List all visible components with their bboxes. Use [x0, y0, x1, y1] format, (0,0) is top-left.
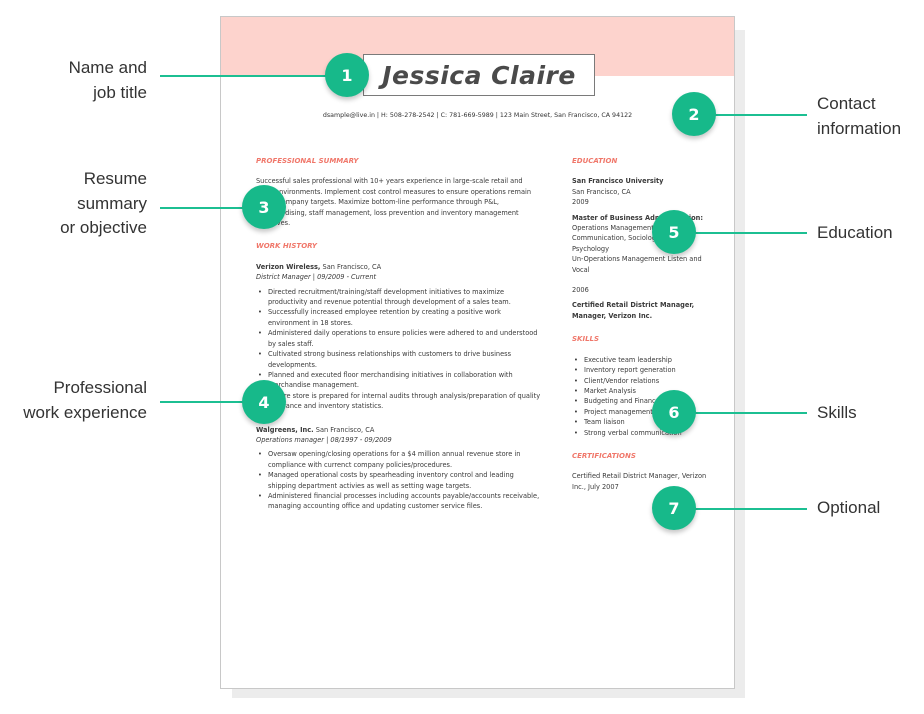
education-degree-title: Master of Business Administration:	[572, 213, 703, 222]
label-line: Contact	[817, 94, 876, 113]
education-year-2: 2006	[572, 286, 589, 295]
contact-line: dsample@live.in | H: 508-278-2542 | C: 7…	[322, 112, 633, 119]
list-item: Executive team leadership	[574, 355, 707, 366]
certifications-text: Certified Retail District Manager, Veriz…	[572, 472, 707, 491]
label-education: Education	[817, 223, 893, 242]
connector-4	[160, 401, 264, 403]
label-line: Name and	[68, 58, 147, 77]
list-item: Inventory report generation	[574, 365, 707, 376]
job-2-location: San Francisco, CA	[313, 425, 375, 434]
callout-badge-6: 6	[652, 390, 696, 434]
connector-7	[674, 508, 807, 510]
label-summary: Resume summary or objective	[60, 167, 147, 241]
label-skills: Skills	[817, 403, 857, 422]
summary-heading: PROFESSIONAL SUMMARY	[256, 157, 359, 165]
label-optional: Optional	[817, 498, 881, 517]
callout-badge-2: 2	[672, 92, 716, 136]
connector-2	[694, 114, 807, 116]
list-item: Ensure store is prepared for internal au…	[258, 391, 541, 412]
job-1-heading: Verizon Wireless, San Francisco, CA	[256, 262, 541, 272]
label-contact: Contact information	[817, 92, 901, 141]
list-item: Directed recruitment/training/staff deve…	[258, 287, 541, 308]
name-box: Jessica Claire	[363, 54, 595, 96]
job-1-company: Verizon Wireless,	[256, 262, 321, 271]
resume-page: Jessica Claire dsample@live.in | H: 508-…	[220, 16, 735, 689]
label-line: information	[817, 118, 902, 138]
connector-3	[160, 207, 264, 209]
label-line: job title	[93, 82, 147, 102]
callout-badge-7: 7	[652, 486, 696, 530]
list-item: Successfully increased employee retentio…	[258, 307, 541, 328]
connector-6	[674, 412, 807, 414]
list-item: Managed operational costs by spearheadin…	[258, 470, 541, 491]
education-cert: Certified Retail District Manager, Manag…	[572, 301, 695, 320]
connector-5	[674, 232, 807, 234]
label-line: Resume	[83, 169, 147, 188]
label-line: or objective	[60, 218, 147, 237]
right-column: EDUCATION San Francisco University San F…	[572, 156, 707, 492]
job-2-company: Walgreens, Inc.	[256, 425, 314, 434]
list-item: Project management	[574, 407, 707, 418]
education-location: San Francisco, CA	[572, 187, 631, 196]
list-item: Administered financial processes includi…	[258, 491, 541, 512]
education-year: 2009	[572, 198, 589, 207]
job-1-role: District Manager | 09/2009 - Current	[256, 273, 377, 282]
summary-text: Successful sales professional with 10+ y…	[256, 177, 531, 227]
education-degree: Master of Business Administration: Opera…	[572, 213, 707, 255]
label-line: summary	[77, 193, 147, 213]
job-1-bullets: Directed recruitment/training/staff deve…	[256, 287, 541, 412]
skills-list: Executive team leadership Inventory repo…	[572, 355, 707, 439]
connector-1	[160, 75, 348, 77]
job-2-heading: Walgreens, Inc. San Francisco, CA	[256, 425, 541, 435]
education-extra: Un-Operations Management Listen and Voca…	[572, 255, 702, 274]
list-item: Client/Vendor relations	[574, 376, 707, 387]
education-school: San Francisco University	[572, 177, 664, 186]
education-degree-detail: Operations Management Speech and Communi…	[572, 224, 695, 253]
list-item: Oversaw opening/closing operations for a…	[258, 449, 541, 470]
certifications-heading: CERTIFICATIONS	[572, 451, 636, 460]
left-column: PROFESSIONAL SUMMARY Successful sales pr…	[256, 156, 541, 512]
list-item: Administered daily operations to ensure …	[258, 328, 541, 349]
callout-badge-1: 1	[325, 53, 369, 97]
job-2-role: Operations manager | 08/1997 - 09/2009	[256, 435, 392, 444]
label-work-experience: Professional work experience	[23, 376, 147, 425]
job-1-location: San Francisco, CA	[320, 262, 382, 271]
list-item: Strong verbal communication	[574, 428, 707, 439]
callout-badge-5: 5	[652, 210, 696, 254]
work-heading: WORK HISTORY	[256, 242, 317, 251]
label-name-and-title: Name and job title	[69, 56, 147, 105]
callout-badge-3: 3	[242, 185, 286, 229]
resume-name: Jessica Claire	[382, 60, 576, 90]
education-heading: EDUCATION	[572, 157, 618, 165]
list-item: Team liaison	[574, 417, 707, 428]
list-item: Market Analysis	[574, 386, 707, 397]
list-item: Planned and executed floor merchandising…	[258, 370, 541, 391]
list-item: Cultivated strong business relationships…	[258, 349, 541, 370]
label-line: work experience	[23, 402, 147, 422]
list-item: Budgeting and Finances	[574, 396, 707, 407]
skills-heading: SKILLS	[572, 335, 600, 344]
job-2-bullets: Oversaw opening/closing operations for a…	[256, 449, 541, 511]
label-line: Professional	[53, 378, 147, 397]
callout-badge-4: 4	[242, 380, 286, 424]
